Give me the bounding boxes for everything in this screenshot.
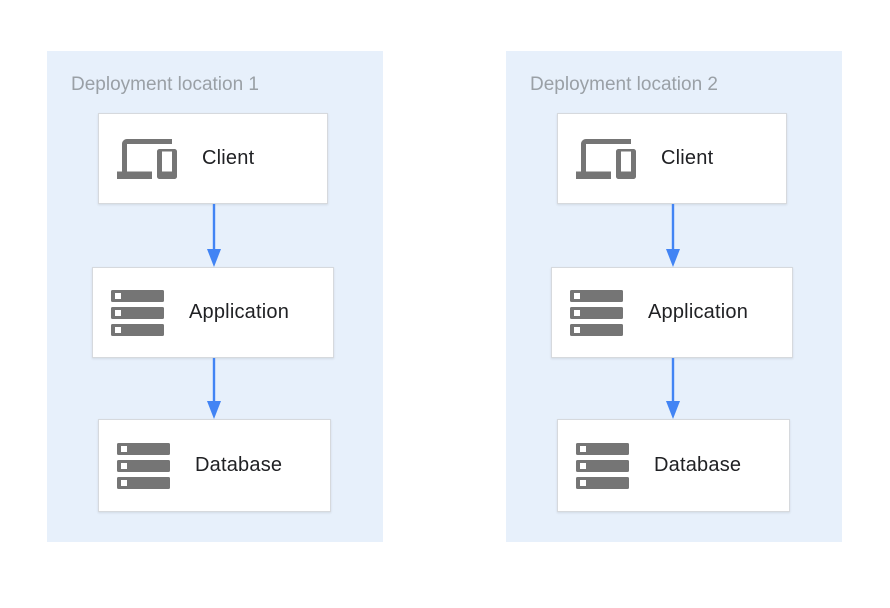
node-label: Client [202, 147, 255, 169]
deployment-location-1-panel: Deployment location 1 Client Application [47, 51, 383, 542]
database-node: Database [98, 419, 331, 512]
client-node: Client [557, 113, 787, 204]
storage-icon [111, 289, 164, 336]
panel-title: Deployment location 1 [71, 74, 259, 95]
devices-icon [117, 138, 177, 179]
arrow-down-icon [665, 358, 681, 419]
node-label: Client [661, 147, 714, 169]
node-label: Application [648, 301, 749, 323]
node-label: Database [195, 454, 283, 476]
client-node: Client [98, 113, 328, 204]
storage-icon [570, 289, 623, 336]
deployment-location-2-panel: Deployment location 2 Client Application [506, 51, 842, 542]
arrow-down-icon [206, 204, 222, 267]
node-label: Application [189, 301, 290, 323]
arrow-down-icon [206, 358, 222, 419]
database-node: Database [557, 419, 790, 512]
application-node: Application [551, 267, 793, 358]
arrow-down-icon [665, 204, 681, 267]
storage-icon [576, 442, 629, 489]
storage-icon [117, 442, 170, 489]
devices-icon [576, 138, 636, 179]
application-node: Application [92, 267, 334, 358]
panel-title: Deployment location 2 [530, 74, 718, 95]
node-label: Database [654, 454, 742, 476]
